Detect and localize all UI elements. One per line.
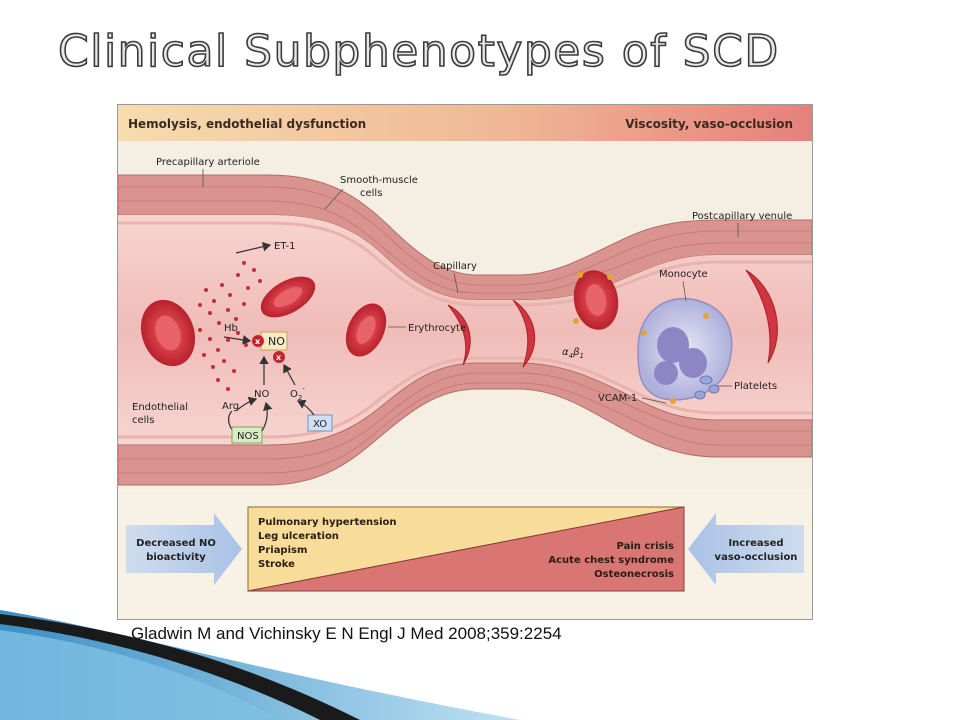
decorative-swoosh	[0, 610, 520, 720]
block-x-2	[273, 351, 285, 363]
erythrocyte-right	[573, 270, 619, 330]
viscosity-item-2: Acute chest syndrome	[548, 555, 674, 566]
hemolysis-item-4: Stroke	[258, 559, 295, 570]
viscosity-wedge	[247, 506, 685, 592]
xo-box	[307, 414, 333, 432]
no-label: NO	[254, 389, 269, 400]
header-right-label: Viscosity, vaso-occlusion	[625, 117, 793, 131]
increased-vaso-label-1: Increased	[728, 538, 783, 549]
citation: Gladwin M and Vichinsky E N Engl J Med 2…	[131, 624, 562, 643]
sickle-cell-capillary-1	[447, 304, 471, 366]
sickle-cell-right	[745, 269, 778, 364]
sickle-cell-diagram: Hemolysis, endothelial dysfunction Visco…	[117, 104, 813, 620]
header-left-label: Hemolysis, endothelial dysfunction	[128, 117, 366, 131]
nos-label: NOS	[237, 431, 259, 442]
smooth-muscle-label-1: Smooth-muscle	[340, 175, 418, 186]
erythrocyte-label: Erythrocyte	[408, 323, 466, 334]
erythrocyte-middle	[345, 303, 387, 357]
decreased-no-arrow	[126, 513, 242, 585]
vessel-wall-top	[118, 174, 812, 301]
header-band	[118, 105, 812, 141]
adhesion-molecules	[573, 272, 709, 404]
hemolysis-item-2: Leg ulceration	[258, 531, 339, 542]
hemolysis-item-1: Pulmonary hypertension	[258, 517, 397, 528]
endothelial-cells-label-2: cells	[132, 415, 154, 426]
viscosity-list: Pain crisis Acute chest syndrome Osteone…	[548, 541, 674, 580]
et1-label: ET-1	[274, 241, 295, 252]
monocyte	[637, 297, 733, 401]
hemolysis-item-3: Priapism	[258, 545, 307, 556]
hemolysis-list: Pulmonary hypertension Leg ulceration Pr…	[258, 517, 397, 570]
increased-vaso-occlusion-arrow	[688, 513, 804, 585]
precapillary-arteriole-label: Precapillary arteriole	[156, 157, 260, 168]
erythrocyte-top	[260, 276, 316, 318]
no-box-label: NO	[268, 335, 285, 348]
xo-label: XO	[313, 419, 327, 430]
svg-text:x: x	[276, 353, 282, 362]
block-x-1	[252, 335, 264, 347]
platelets	[694, 375, 720, 400]
svg-text:x: x	[255, 337, 261, 346]
sickle-cell-capillary-2	[512, 299, 536, 368]
decreased-no-label-1: Decreased NO	[136, 538, 216, 549]
decreased-no-label-2: bioactivity	[146, 552, 206, 563]
platelets-label: Platelets	[734, 381, 777, 392]
slide-title: Clinical Subphenotypes of SCD	[57, 25, 780, 78]
smooth-muscle-label-2: cells	[360, 188, 382, 199]
endothelial-cells-label-1: Endothelial	[132, 402, 188, 413]
hemoglobin-dots	[198, 261, 262, 391]
vessel-wall-bottom	[118, 362, 812, 486]
viscosity-item-1: Pain crisis	[617, 541, 675, 552]
integrin-label: α4β1	[562, 347, 584, 360]
arg-label: Arg	[222, 401, 239, 412]
capillary-label: Capillary	[433, 261, 477, 272]
increased-vaso-label-2: vaso-occlusion	[715, 552, 798, 563]
hb-label: Hb	[224, 323, 238, 334]
vcam-label: VCAM-1	[598, 393, 637, 404]
monocyte-label: Monocyte	[659, 269, 708, 280]
viscosity-item-3: Osteonecrosis	[594, 569, 674, 580]
postcapillary-venule-label: Postcapillary venule	[692, 211, 792, 222]
o2-label: O2-	[290, 385, 305, 402]
nos-box	[231, 426, 263, 444]
erythrocyte-left	[140, 299, 196, 367]
